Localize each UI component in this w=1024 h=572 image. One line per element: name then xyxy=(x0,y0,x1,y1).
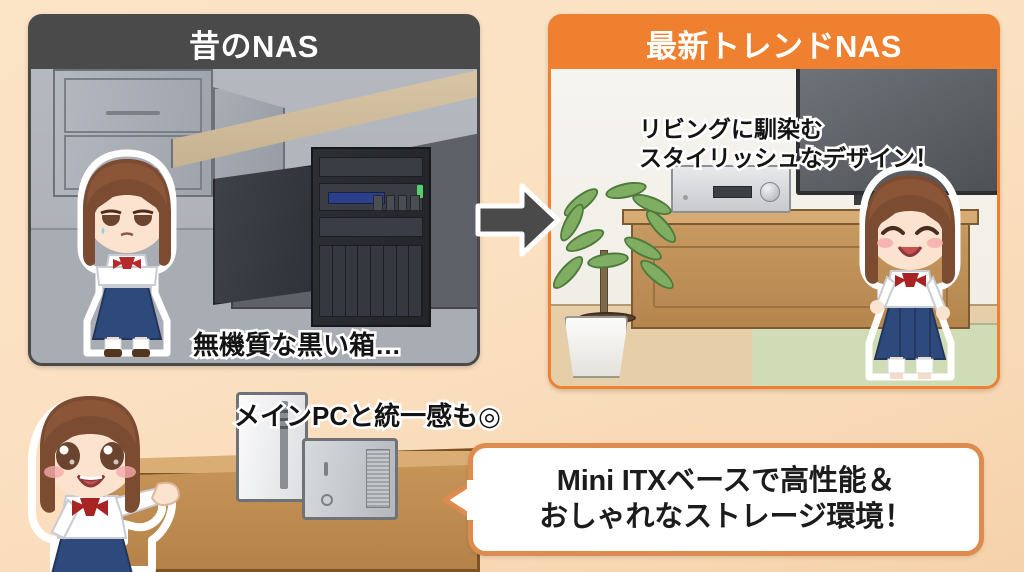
pc-vent xyxy=(279,409,288,413)
nas-power-button[interactable] xyxy=(321,494,334,507)
status-led-green xyxy=(417,185,423,198)
cabinet-drawer xyxy=(64,78,202,133)
server-rack xyxy=(311,147,431,327)
panel-old-nas: 無機質な黒い箱… 昔のNAS xyxy=(28,14,480,366)
panel-new-nas: リビングに馴染む スタイリッシュなデザイン！ 最新トレンドNAS xyxy=(548,14,1000,389)
nas-display xyxy=(712,186,753,198)
avatar-girl-presenting xyxy=(12,392,202,572)
plant-pot xyxy=(564,316,629,378)
nas-vent-mesh xyxy=(366,448,390,508)
silver-mini-itx-nas xyxy=(302,438,398,520)
avatar-girl-happy xyxy=(843,157,977,386)
panel-new-nas-title: 最新トレンドNAS xyxy=(646,28,902,64)
new-nas-scene: リビングに馴染む スタイリッシュなデザイン！ xyxy=(551,69,997,386)
old-nas-scene: 無機質な黒い箱… xyxy=(31,69,477,363)
speech-bubble-tail xyxy=(443,479,475,521)
avatar-girl-unhappy xyxy=(63,143,191,363)
drawer-handle xyxy=(106,110,160,115)
bubble-line-2: おしゃれなストレージ環境！ xyxy=(539,500,913,533)
rack-lcd-screen xyxy=(328,192,386,204)
black-tower-pc xyxy=(213,165,313,305)
silver-nas-av-unit xyxy=(671,165,792,213)
nas-indicator xyxy=(323,462,328,477)
panel-new-nas-header: 最新トレンドNAS xyxy=(551,17,997,69)
caption-new-line1: リビングに馴染む xyxy=(637,113,826,144)
television xyxy=(796,69,997,195)
panel-old-nas-header: 昔のNAS xyxy=(31,17,477,69)
right-arrow-icon xyxy=(472,178,564,262)
caption-new-line2: スタイリッシュなデザイン！ xyxy=(637,143,941,174)
rack-buttons xyxy=(373,195,420,211)
pc-vent xyxy=(279,417,288,421)
bubble-line-1: Mini ITXベースで高性能＆ xyxy=(556,465,896,498)
rack-unit xyxy=(319,157,423,177)
caption-old-nas: 無機質な黒い箱… xyxy=(190,328,403,363)
panel-old-nas-title: 昔のNAS xyxy=(189,28,319,64)
caption-new-nas: リビングに馴染む スタイリッシュなデザイン！ xyxy=(637,113,941,174)
pc-front-strip xyxy=(279,401,288,489)
nas-power-dot xyxy=(682,195,688,201)
speech-bubble: Mini ITXベースで高性能＆ おしゃれなストレージ環境！ xyxy=(443,443,984,556)
nas-dial-knob xyxy=(760,181,781,202)
rack-unit xyxy=(319,217,423,237)
drive-bays xyxy=(319,245,423,317)
pc-vent xyxy=(279,426,288,430)
caption-main-pc: メインPCと統一感も◎ xyxy=(232,399,504,434)
